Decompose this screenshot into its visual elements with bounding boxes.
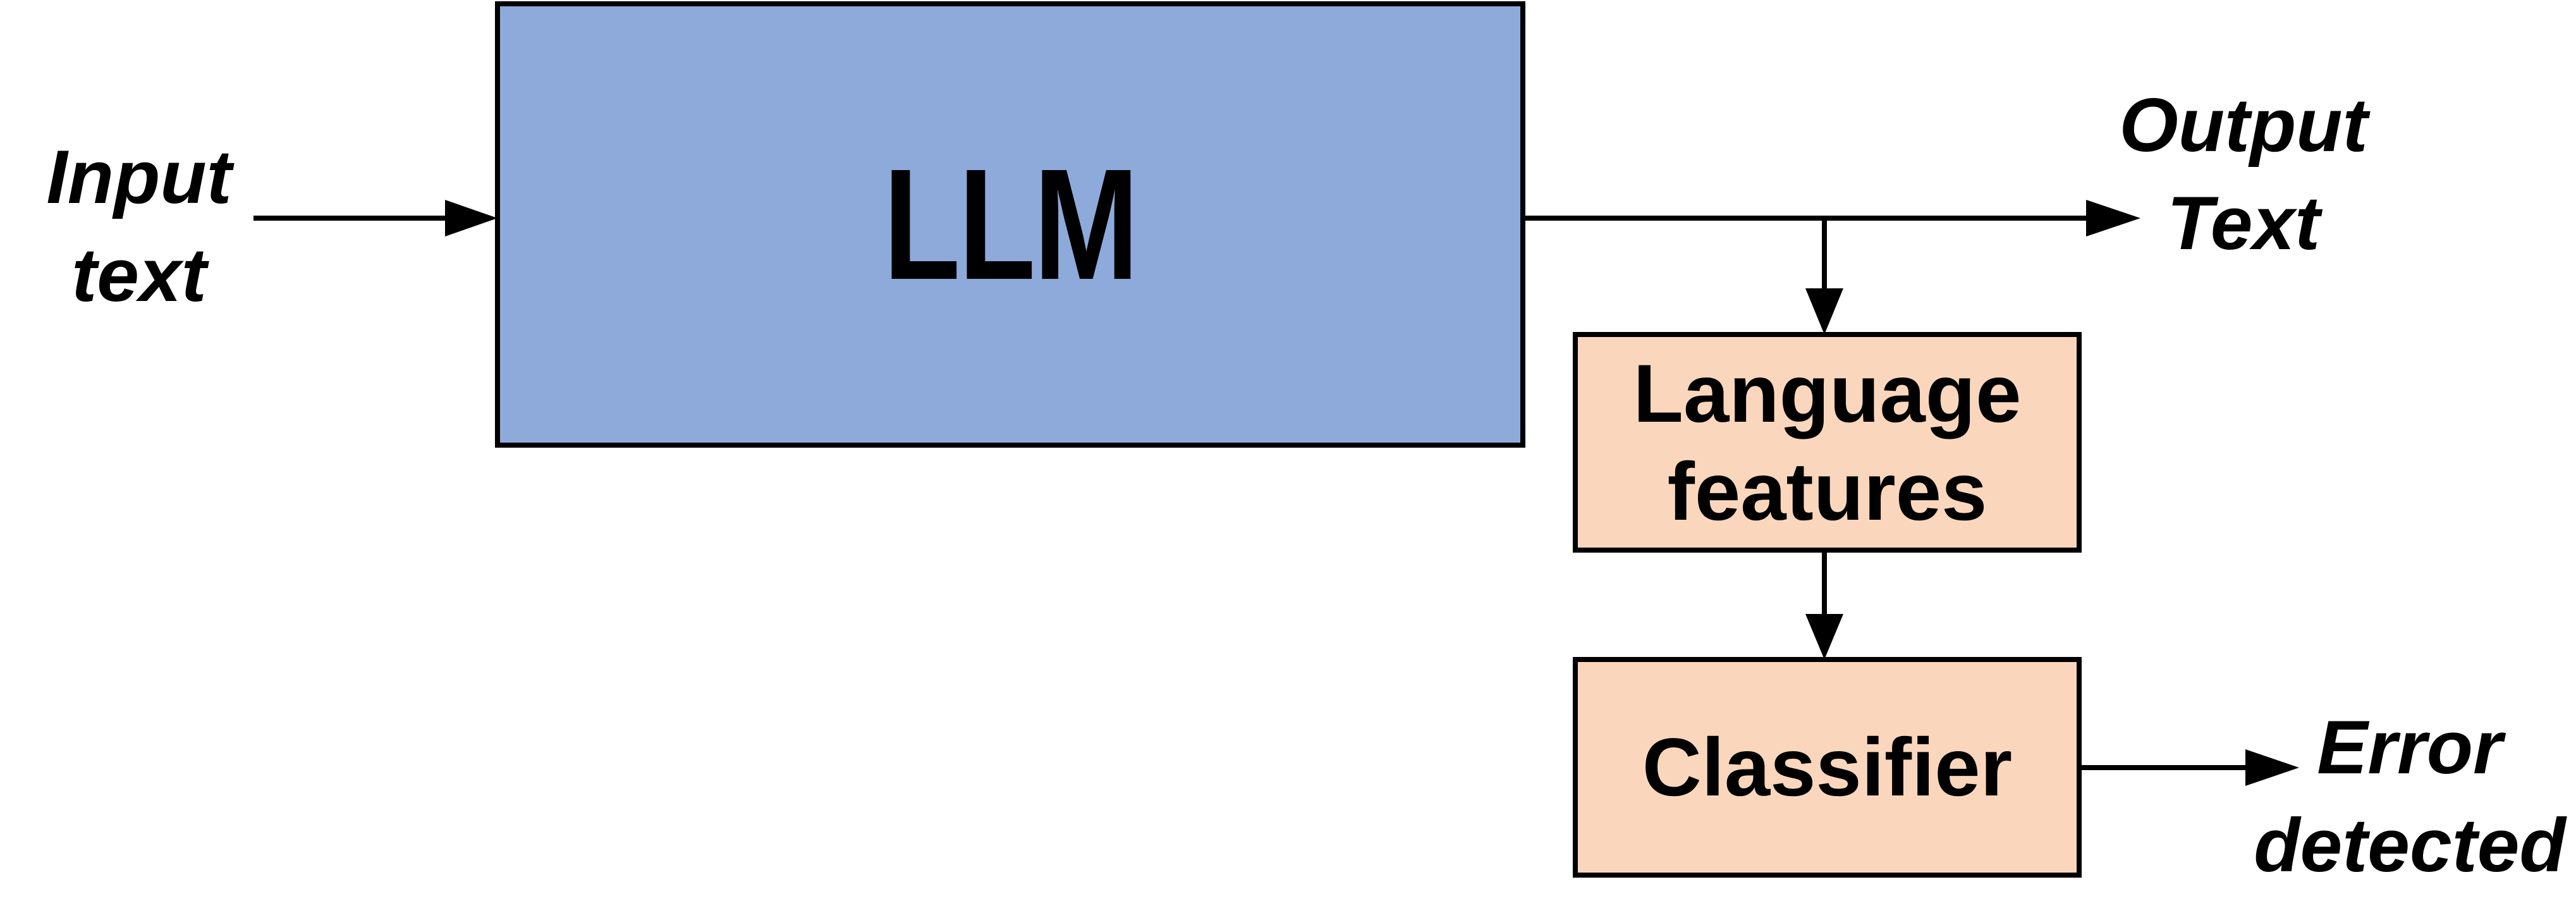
branch-arrow bbox=[1805, 218, 1843, 334]
output-arrow bbox=[1525, 200, 2140, 236]
branch-arrowhead-icon bbox=[1805, 288, 1843, 334]
output-text-label-line2: Text bbox=[2166, 181, 2321, 266]
input-text-label: Input text bbox=[13, 128, 266, 324]
classifier-box: Classifier bbox=[1573, 657, 2082, 878]
input-text-label-line2: text bbox=[71, 233, 207, 317]
error-detected-label-line1: Error bbox=[2317, 705, 2503, 790]
error-detected-label: Error detected bbox=[2245, 699, 2574, 895]
llm-box: LLM bbox=[495, 1, 1525, 448]
language-features-box: Language features bbox=[1573, 332, 2082, 553]
output-text-label: Output Text bbox=[2085, 77, 2402, 273]
input-arrowhead-icon bbox=[445, 200, 497, 236]
language-features-label-line1: Language bbox=[1633, 347, 2022, 439]
llm-box-label: LLM bbox=[883, 136, 1139, 312]
features-to-classifier-arrowhead-icon bbox=[1805, 614, 1843, 659]
classifier-box-label: Classifier bbox=[1642, 721, 2013, 813]
language-features-label-line2: features bbox=[1667, 445, 1987, 537]
input-arrow bbox=[253, 200, 497, 236]
features-to-classifier-arrow bbox=[1805, 549, 1843, 659]
error-detected-label-line2: detected bbox=[2254, 803, 2566, 888]
output-text-label-line1: Output bbox=[2119, 83, 2368, 168]
input-text-label-line1: Input bbox=[46, 135, 232, 219]
